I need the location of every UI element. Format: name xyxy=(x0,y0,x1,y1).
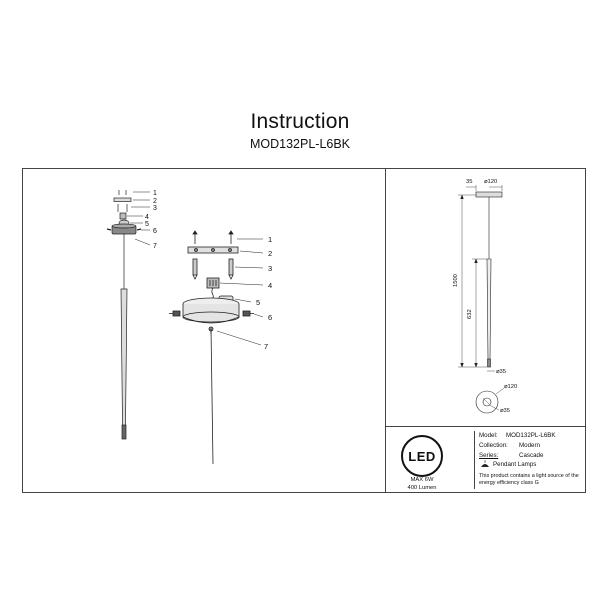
page-title: Instruction xyxy=(250,110,350,133)
spec-panel: LED MAX 6W 400 Lumen Model: MOD132PL-L6B… xyxy=(386,427,585,492)
model-label: Model: xyxy=(479,432,498,439)
assembly-panel: 1 2 3 4 5 6 7 xyxy=(23,169,386,492)
collection-label: Collection: xyxy=(479,442,508,449)
led-logo: LED xyxy=(401,435,443,477)
pendant-lamp-icon xyxy=(481,460,489,467)
large-callout-1: 1 xyxy=(268,235,272,244)
large-callout-6: 6 xyxy=(268,313,272,322)
dim-light-body xyxy=(486,258,492,362)
plan-inner-label: ⌀35 xyxy=(500,408,510,414)
series-label: Series: xyxy=(479,452,499,459)
small-callout-1: 1 xyxy=(153,190,157,197)
large-suspension-cable xyxy=(210,328,214,465)
large-side-screws xyxy=(169,310,254,317)
dim-top-width xyxy=(466,185,503,191)
dim-total-height-label: 1500 xyxy=(453,274,459,287)
instruction-frame: 1 2 3 4 5 6 7 xyxy=(22,168,586,493)
small-light-body xyxy=(120,288,128,430)
small-light-tip xyxy=(121,424,127,440)
small-callout-7: 7 xyxy=(153,243,157,250)
small-screws xyxy=(118,190,127,195)
spec-divider xyxy=(474,431,475,489)
model-value: MOD132PL-L6BK xyxy=(506,432,556,439)
collection-value: Modern xyxy=(519,442,540,449)
dimension-panel: 35 ⌀120 1500 632 ⌀35 ⌀120 ⌀35 xyxy=(386,169,585,427)
dim-body-length-line xyxy=(472,258,487,368)
power-rating: MAX 6W xyxy=(410,477,434,483)
large-leaders xyxy=(216,238,264,346)
dim-canopy-diameter-label: ⌀120 xyxy=(484,179,497,185)
large-callout-7: 7 xyxy=(264,342,268,351)
small-callout-5: 5 xyxy=(145,221,149,228)
small-leaders xyxy=(127,191,151,246)
dim-body-length-label: 632 xyxy=(467,309,473,319)
dim-top-width-label: 35 xyxy=(466,179,472,185)
small-side-screw xyxy=(106,228,112,231)
dimension-drawing: 35 ⌀120 1500 632 ⌀35 ⌀120 ⌀35 xyxy=(453,179,517,414)
small-callout-4: 4 xyxy=(145,214,149,221)
large-screws xyxy=(192,230,234,244)
large-callout-4: 4 xyxy=(268,281,272,290)
energy-note-line2: energy efficiency class G xyxy=(479,480,539,486)
large-anchors xyxy=(192,258,234,280)
type-value: Pendant Lamps xyxy=(493,461,537,468)
large-callout-2: 2 xyxy=(268,249,272,258)
small-callout-6: 6 xyxy=(153,228,157,235)
large-callout-5: 5 xyxy=(256,298,260,307)
assembly-diagram: 1 2 3 4 5 6 7 xyxy=(106,190,272,465)
small-mounting-bracket xyxy=(113,197,132,202)
small-callout-3: 3 xyxy=(153,205,157,212)
dim-tip-diameter-label: ⌀35 xyxy=(496,369,506,375)
small-callout-2: 2 xyxy=(153,198,157,205)
energy-note-line1: This product contains a light source of … xyxy=(479,473,579,479)
plan-leaders xyxy=(490,387,505,411)
small-terminal-block xyxy=(119,212,127,220)
plan-outer-label: ⌀120 xyxy=(504,384,517,390)
large-callout-3: 3 xyxy=(268,264,272,273)
dim-canopy xyxy=(475,191,503,198)
model-code: MOD132PL-L6BK xyxy=(249,137,351,151)
dim-total-height-line xyxy=(458,194,487,368)
lumen-rating: 400 Lumen xyxy=(407,485,437,491)
series-value: Cascade xyxy=(519,452,544,459)
